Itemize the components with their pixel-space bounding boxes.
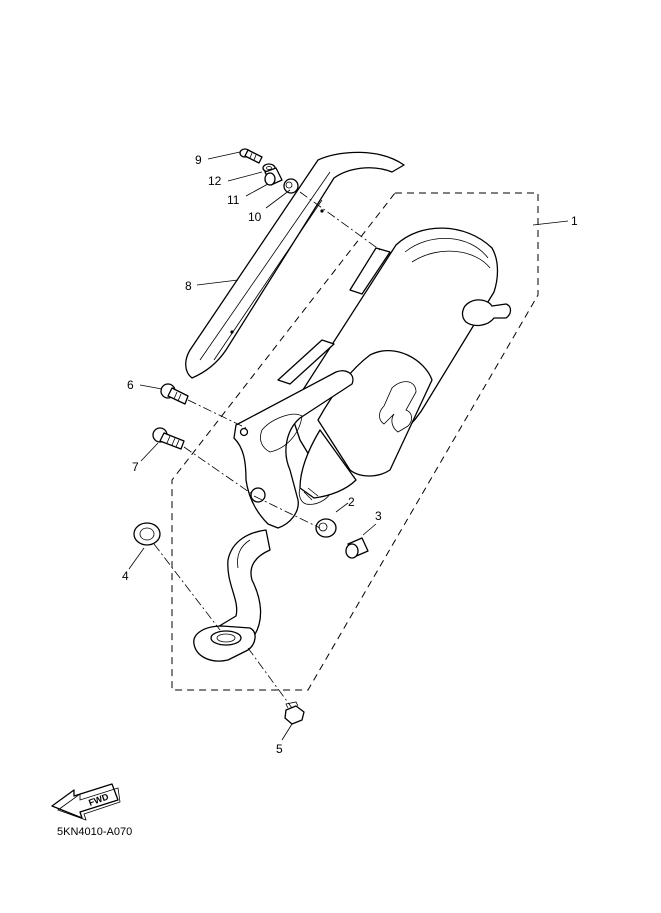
callout-10: 10 bbox=[248, 210, 262, 224]
collar-3 bbox=[345, 537, 369, 559]
nut-5 bbox=[284, 701, 305, 725]
bolt-6 bbox=[160, 383, 189, 405]
grommet-10 bbox=[283, 178, 299, 194]
drawing-code: 5KN4010-A070 bbox=[57, 826, 132, 838]
fwd-arrow-icon: FWD bbox=[51, 783, 121, 821]
callout-11: 11 bbox=[227, 193, 240, 207]
centerline-4 bbox=[153, 543, 221, 631]
callout-8: 8 bbox=[185, 279, 192, 293]
assembly-boundary bbox=[171, 192, 539, 691]
collar-11 bbox=[264, 167, 283, 186]
callout-9: 9 bbox=[195, 153, 202, 167]
centerline-7 bbox=[183, 446, 253, 495]
bolt-7 bbox=[152, 427, 185, 450]
centerline-5 bbox=[247, 647, 293, 709]
callout-6: 6 bbox=[127, 378, 134, 392]
gasket-4 bbox=[133, 522, 161, 546]
callout-7: 7 bbox=[132, 460, 139, 474]
centerline-6 bbox=[187, 399, 247, 429]
callout-5: 5 bbox=[276, 742, 283, 756]
callout-1: 1 bbox=[571, 214, 578, 228]
heat-protector bbox=[185, 151, 405, 379]
bolt-9 bbox=[239, 148, 263, 164]
callout-2: 2 bbox=[348, 495, 355, 509]
callout-12: 12 bbox=[208, 174, 222, 188]
centerline-2 bbox=[253, 495, 321, 529]
callout-4: 4 bbox=[122, 569, 129, 583]
grommet-2 bbox=[315, 518, 337, 538]
muffler bbox=[193, 227, 512, 662]
callout-3: 3 bbox=[375, 509, 382, 523]
